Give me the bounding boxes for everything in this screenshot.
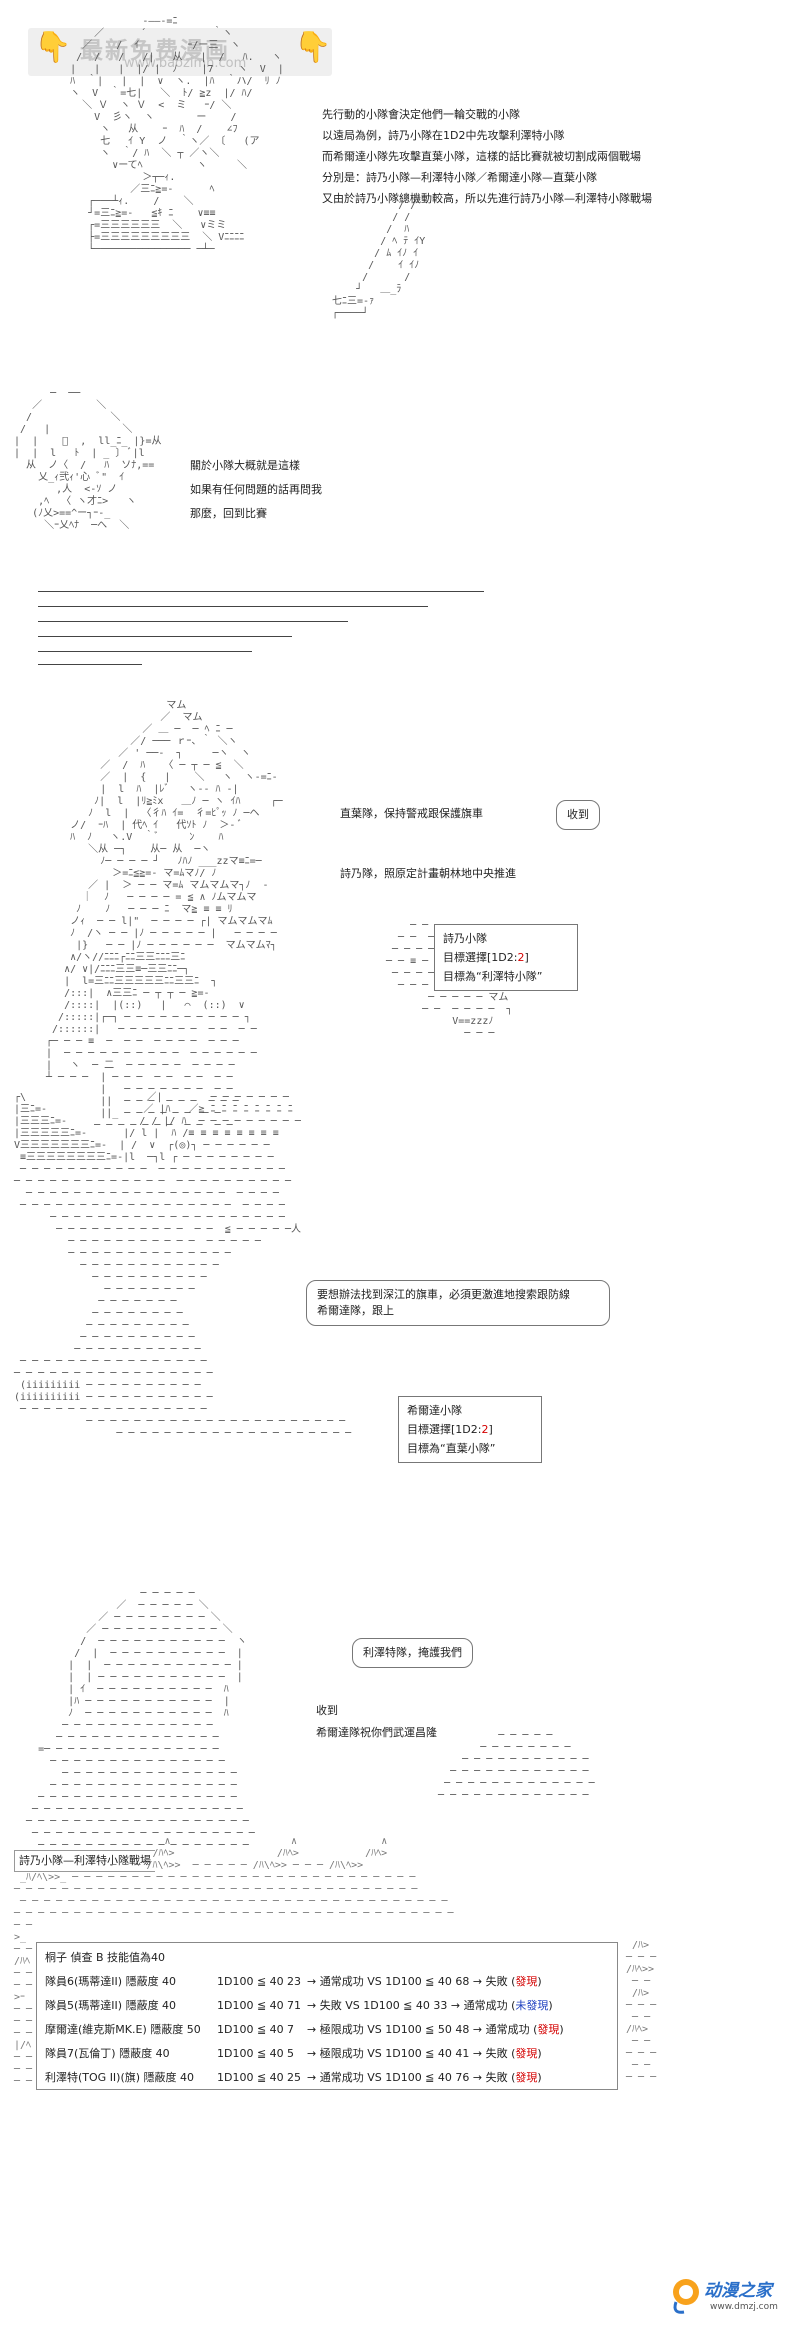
narration-line: 如果有任何問題的話再問我 xyxy=(190,483,322,496)
watermark-title: 最新免费漫画 xyxy=(80,38,230,64)
narration-line: 希爾達隊祝你們武運昌隆 xyxy=(316,1726,437,1739)
target-selection-box: 詩乃小隊 目標選擇[1D2:2] 目標為“利澤特小隊” xyxy=(434,924,578,991)
panel1-narration: 先行動的小隊會決定他們一輪交戰的小隊 以遠局為例，詩乃小隊在1D2中先攻擊利澤特… xyxy=(322,104,652,209)
status-text: 未發現 xyxy=(515,1999,549,2012)
narration-line: 詩乃隊，照原定計畫朝林地中央推進 xyxy=(340,867,516,880)
battlefield-title: 詩乃小隊—利澤特小隊戰場 xyxy=(14,1850,155,1872)
watermark-url: www.baozimh.com xyxy=(124,56,247,71)
panel2-narration: 關於小隊大概就是這樣 如果有任何問題的話再問我 那麼，回到比賽 xyxy=(190,454,322,526)
narration-line: 收到 xyxy=(316,1704,338,1717)
narration-line: 直葉隊，保持警戒跟保護旗車 xyxy=(340,807,483,820)
bubble-line: 希爾達隊，跟上 xyxy=(317,1304,394,1317)
narration-line: 以遠局為例，詩乃小隊在1D2中先攻擊利澤特小隊 xyxy=(322,129,565,142)
status-text: 發現 xyxy=(537,2023,560,2036)
dmzj-logo: 动漫之家 www.dmzj.com xyxy=(670,2268,788,2324)
separator-line xyxy=(38,664,142,665)
ascii-art-hand: / / / / / ﾊ / ﾍ ﾃ ｲY / ﾑ ｲﾉ ｲ / ｲ ｲﾉ / /… xyxy=(332,200,426,319)
panel5-narration: 收到 希爾達隊祝你們武運昌隆 xyxy=(316,1700,437,1744)
squad-name: 希爾達小隊 xyxy=(407,1404,462,1417)
status-text: 發現 xyxy=(515,2071,538,2084)
target-selection-box: 希爾達小隊 目標選擇[1D2:2] 目標為“直葉小隊” xyxy=(398,1396,542,1463)
ascii-art-character-1: ‐――-=ﾆ ／ ´ ｀ヽ ／ / ｲ ｰ/ー三 ヽ / / / /| 从 | … xyxy=(70,16,284,255)
ascii-art-character-5: ─ ─ ─ ─ ─ ／ ─ ─ ─ ─ ─ ＼ ／ ─ ─ ─ ─ ─ ─ ─ … xyxy=(26,1588,255,1851)
ascii-art-character-3: マム ／ マム ／ ＿ ─ ─ ﾍ ﾆ ─ ／/ ─── ｒｰ、｀ ＼ヽ ／ '… xyxy=(46,700,283,1131)
baozimh-watermark: 👇 最新免费漫画 www.baozimh.com 👇 xyxy=(28,28,332,76)
ascii-art-tank-5: ─ ─ ─ ─ ─ ─ ─ ─ ─ ─ ─ ─ ─ ─ ─ ─ ─ ─ ─ ─ … xyxy=(438,1730,595,1801)
separator-line xyxy=(38,591,484,592)
separator-line xyxy=(38,636,292,637)
logo-text: 动漫之家 xyxy=(704,2281,772,2301)
ascii-art-character-2: ─ ── ／ ＼ / ＼ / | ＼ | | ﾟ , ll_ﾆ_ |}=从 | … xyxy=(14,388,162,531)
narration-line: 先行動的小隊會決定他們一輪交戰的小隊 xyxy=(322,108,520,121)
target-roll: 目標選擇[1D2:2] xyxy=(407,1423,493,1436)
dmzj-logo-icon xyxy=(673,2279,699,2314)
reply-text: 收到 xyxy=(567,808,589,821)
target-roll: 目標選擇[1D2:2] xyxy=(443,951,529,964)
narration-line: 又由於詩乃小隊總機動較高，所以先進行詩乃小隊—利澤特小隊戰場 xyxy=(322,192,652,205)
separator-line xyxy=(38,606,428,607)
ascii-art-tank-4: ┌\ ／| ─ ─ ─ ─ ─ ─ ─ |三ﾆ=- ／ |ﾊ ／≧ ﾆ ﾆ ﾆ … xyxy=(14,1092,352,1439)
logo-url: www.dmzj.com xyxy=(710,2302,778,2312)
target-result: 目標為“直葉小隊” xyxy=(407,1442,496,1455)
narration-line: 關於小隊大概就是這樣 xyxy=(190,459,300,472)
recon-header: 桐子 偵查 B 技能值為40 xyxy=(45,1951,166,1964)
pointing-hand-icon: 👇 xyxy=(34,30,72,65)
panel3-narration: 直葉隊，保持警戒跟保護旗車 詩乃隊，照原定計畫朝林地中央推進 xyxy=(340,784,516,904)
narration-line: 分別是：詩乃小隊—利澤特小隊／希爾達小隊—直葉小隊 xyxy=(322,171,597,184)
target-result: 目標為“利澤特小隊” xyxy=(443,970,543,983)
separator-line xyxy=(38,621,348,622)
squad-name: 詩乃小隊 xyxy=(443,932,487,945)
speech-bubble: 要想辦法找到深江的旗車，必須更激進地搜索跟防線 希爾達隊，跟上 xyxy=(306,1280,610,1326)
bubble-line: 利澤特隊，掩護我們 xyxy=(363,1646,462,1659)
ascii-art-tank-right: /ﾊ> ─ ─ ─ /ﾊﾍ>> ─ ─ /ﾊ> ─ ─ ─ ─ ─ /ﾊﾍ> ─… xyxy=(626,1940,657,2083)
pointing-hand-icon: 👇 xyxy=(294,30,332,65)
status-text: 發現 xyxy=(515,1975,538,1988)
speech-bubble: 收到 xyxy=(556,800,600,830)
separator-line xyxy=(38,651,252,652)
speech-bubble: 利澤特隊，掩護我們 xyxy=(352,1638,473,1668)
narration-line: 那麼，回到比賽 xyxy=(190,507,267,520)
narration-line: 而希爾達小隊先攻擊直葉小隊，這樣的話比賽就被切割成兩個戰場 xyxy=(322,150,641,163)
bubble-line: 要想辦法找到深江的旗車，必須更激進地搜索跟防線 xyxy=(317,1288,570,1301)
status-text: 發現 xyxy=(515,2047,538,2060)
